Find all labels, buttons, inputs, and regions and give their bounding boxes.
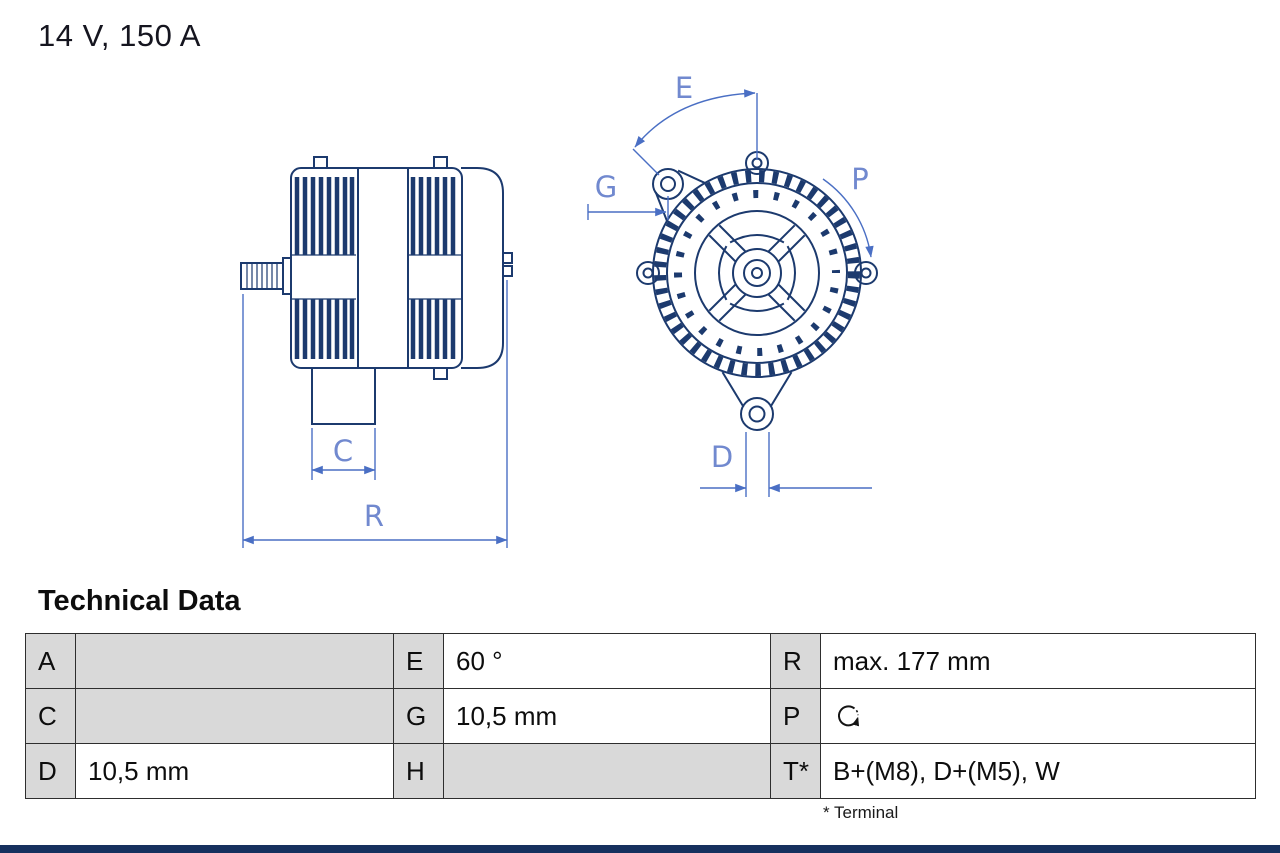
spec-g-label: G	[393, 688, 444, 744]
lug-top-hole	[660, 176, 676, 192]
spec-d-label: D	[25, 743, 76, 799]
fan-blades	[718, 234, 796, 312]
inner-ring	[666, 182, 848, 364]
dim-p-rotation-arrow	[822, 178, 874, 258]
mounting-foot	[311, 367, 376, 425]
vent-slots-outer	[654, 170, 860, 376]
table-row: A E 60 ° R max. 177 mm	[25, 633, 1256, 689]
dimension-labels: E G P C R D	[333, 71, 869, 533]
rotation-direction-icon	[838, 705, 860, 727]
spec-e-label: E	[393, 633, 444, 689]
fins-left-upper	[294, 177, 355, 255]
bolt-tab-bottom	[433, 367, 448, 380]
housing-body	[290, 167, 463, 369]
spec-a-label: A	[25, 633, 76, 689]
spec-c-value	[75, 688, 394, 744]
fins-right-upper	[410, 177, 456, 255]
alternator-technical-drawing: E G P C R D	[240, 71, 878, 548]
spec-r-value: max. 177 mm	[820, 633, 1256, 689]
terminal-stub-lower	[502, 265, 513, 277]
housing-end-cap	[461, 167, 504, 369]
spec-p-label: P	[770, 688, 821, 744]
hub	[732, 248, 782, 298]
table-row: D 10,5 mm H T* B+(M8), D+(M5), W	[25, 743, 1256, 799]
spec-p-value	[820, 688, 1256, 744]
side-view-drawing	[240, 156, 513, 425]
dimension-label-r: R	[364, 499, 384, 533]
spec-t-label: T*	[770, 743, 821, 799]
front-view-drawing	[636, 151, 878, 431]
technical-data-heading: Technical Data	[38, 585, 241, 617]
fins-left-lower	[294, 299, 355, 359]
spec-r-label: R	[770, 633, 821, 689]
dim-r-extensions	[242, 280, 508, 548]
page-title: 14 V, 150 A	[38, 18, 201, 53]
terminal-stub-upper	[502, 252, 513, 264]
bolt-tab-top-left	[313, 156, 328, 169]
dimension-label-d: D	[711, 440, 733, 474]
lug-bottom-boss	[740, 397, 774, 431]
dimension-label-e: E	[675, 71, 693, 105]
ear-left	[636, 261, 660, 285]
face-circle	[694, 210, 820, 336]
dimension-label-g: G	[595, 170, 617, 204]
shaft-center	[751, 267, 763, 279]
ear-right-hole	[860, 267, 872, 279]
spokes	[708, 224, 806, 322]
table-row: C G 10,5 mm P	[25, 688, 1256, 744]
spec-c-label: C	[25, 688, 76, 744]
dim-d-extensions	[745, 432, 770, 497]
ear-right	[854, 261, 878, 285]
lug-bottom-arm	[721, 371, 793, 408]
footer-bar	[0, 845, 1280, 853]
front-view-dimensions	[587, 89, 874, 497]
spec-h-value	[443, 743, 771, 799]
spec-t-value: B+(M8), D+(M5), W	[820, 743, 1256, 799]
lug-bottom-hole	[748, 405, 766, 423]
dim-e-arc	[634, 89, 756, 148]
spec-h-label: H	[393, 743, 444, 799]
dimension-label-c: C	[333, 434, 353, 468]
technical-data-table: A E 60 ° R max. 177 mm C G 10,5 mm P	[25, 633, 1256, 799]
shaft-collar	[282, 257, 292, 295]
housing-center-band	[357, 167, 409, 369]
spec-e-value: 60 °	[443, 633, 771, 689]
hub-bore	[743, 259, 771, 287]
vent-slots-inner	[674, 190, 840, 356]
bolt-tab-top-right	[433, 156, 448, 169]
spec-a-value	[75, 633, 394, 689]
side-view-dimensions	[242, 280, 508, 548]
fins-right-lower	[410, 299, 456, 359]
ear-left-hole	[642, 267, 654, 279]
fin-band-lines	[291, 254, 462, 300]
terminal-footnote: * Terminal	[823, 803, 899, 822]
spec-g-value: 10,5 mm	[443, 688, 771, 744]
shaft-thread-hatch	[246, 263, 278, 289]
dim-e-axis-extension	[632, 148, 660, 176]
lug-top-arm	[654, 169, 707, 223]
spec-d-value: 10,5 mm	[75, 743, 394, 799]
dimension-label-p: P	[851, 162, 869, 196]
